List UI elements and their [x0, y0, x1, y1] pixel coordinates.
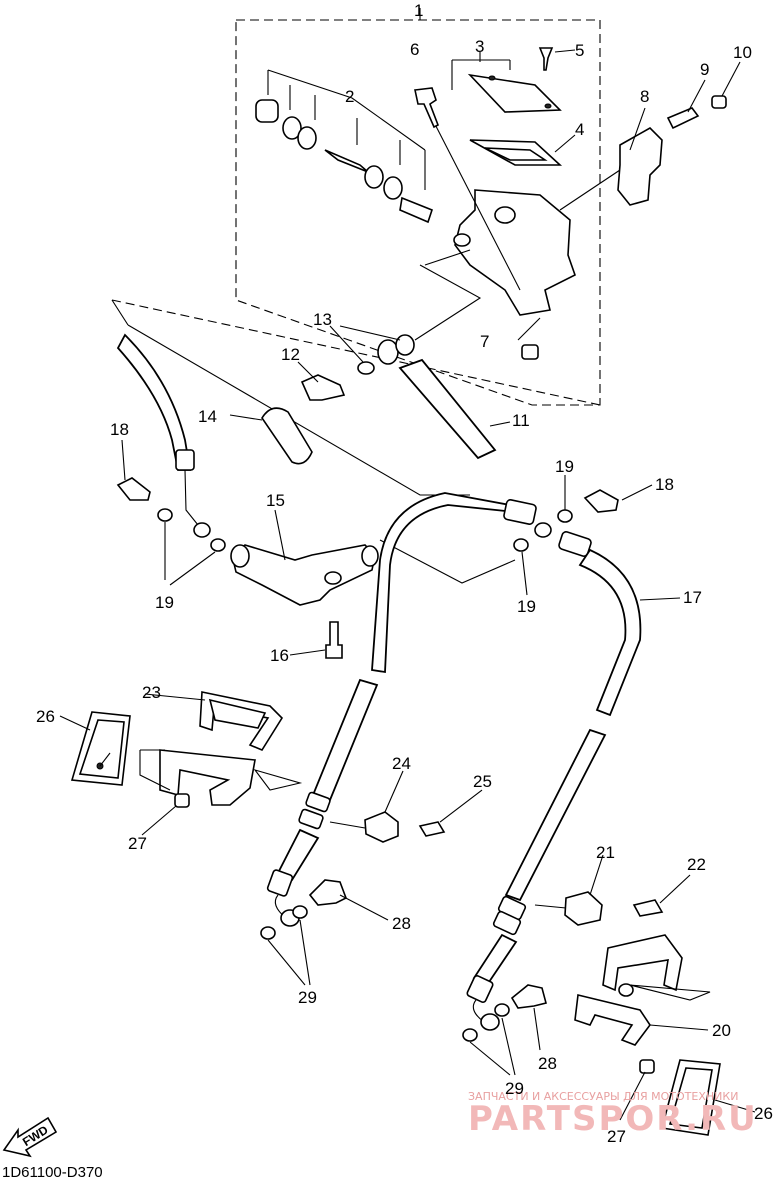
- hose-clamp-left: [329, 811, 446, 843]
- handlebar-clamp: [617, 95, 727, 206]
- part-label-11: 11: [512, 411, 530, 430]
- part-label-18: 18: [110, 420, 129, 439]
- piston-kit: [255, 69, 433, 224]
- part-label-29: 29: [298, 988, 317, 1007]
- part-label-28: 28: [538, 1054, 557, 1073]
- hose-clamp-right: [534, 891, 664, 926]
- part-label-1: 1: [414, 1, 423, 20]
- hose-guide-right: [574, 934, 711, 1046]
- part-label-3: 3: [475, 37, 484, 56]
- joint-bolt: [325, 621, 343, 659]
- part-label-16: 16: [270, 646, 289, 665]
- leader-lines: [59, 49, 756, 1121]
- part-label-19: 19: [555, 457, 574, 476]
- washer: [292, 905, 308, 919]
- part-label-23: 23: [142, 683, 161, 702]
- part-label-22: 22: [687, 855, 706, 874]
- part-label-28: 28: [392, 914, 411, 933]
- part-label-20: 20: [712, 1021, 731, 1040]
- assembly-outline: [235, 19, 601, 406]
- part-label-10: 10: [733, 43, 752, 62]
- washer: [260, 926, 276, 940]
- part-label-25: 25: [473, 772, 492, 791]
- protector-pad-right: [660, 1059, 721, 1136]
- washer: [494, 1003, 510, 1017]
- washer: [157, 508, 173, 522]
- part-label-5: 5: [575, 41, 584, 60]
- part-label-12: 12: [281, 345, 300, 364]
- part-label-7: 7: [480, 332, 489, 351]
- left-hose-lower: [266, 678, 379, 927]
- watermark-caption: ЗАПЧАСТИ И АКСЕССУАРЫ ДЛЯ МОТОТЕХНИКИ: [468, 1090, 738, 1103]
- part-label-19: 19: [155, 593, 174, 612]
- part-label-24: 24: [392, 754, 411, 773]
- right-hose-lower: [466, 728, 607, 1031]
- part-label-6: 6: [410, 40, 419, 59]
- banjo-bolt-lower-left: [308, 879, 348, 906]
- part-label-19: 19: [517, 597, 536, 616]
- flange-nut: [174, 793, 190, 808]
- part-labels: 1 2 3 4 5 6 7 8 9 10 11 12 13 14 15 16 1…: [36, 1, 773, 1146]
- part-label-4: 4: [575, 120, 584, 139]
- nut: [517, 317, 541, 360]
- banjo-bolt-lower-right: [510, 984, 547, 1009]
- drawing-code: 1D61100-D370: [2, 1164, 103, 1181]
- washer: [557, 509, 573, 523]
- hose-guide-left: [139, 691, 303, 806]
- flange-nut: [639, 1059, 655, 1074]
- banjo-bolt-upper: [300, 361, 375, 401]
- part-label-18: 18: [655, 475, 674, 494]
- part-label-13: 13: [313, 310, 332, 329]
- part-label-9: 9: [700, 60, 709, 79]
- watermark-brand: PARTSPOR.RU: [468, 1099, 758, 1139]
- banjo-bolt-right: [583, 489, 619, 513]
- part-label-2: 2: [345, 87, 354, 106]
- part-label-27: 27: [128, 834, 147, 853]
- part-label-17: 17: [683, 588, 702, 607]
- washer: [513, 538, 529, 552]
- hose-cap: [261, 407, 313, 465]
- reservoir-bolt: [414, 87, 440, 129]
- fwd-arrow-icon: FWD: [2, 1116, 58, 1158]
- part-label-29: 29: [505, 1079, 524, 1098]
- reservoir-cap: [451, 47, 563, 166]
- part-label-8: 8: [640, 87, 649, 106]
- part-label-21: 21: [596, 843, 615, 862]
- master-cylinder-body: [419, 94, 621, 316]
- protector-pad-left: [70, 711, 131, 786]
- part-label-26: 26: [36, 707, 55, 726]
- left-hose-upper: [116, 333, 211, 538]
- upper-brake-hose: [377, 334, 497, 460]
- part-label-26: 26: [754, 1104, 773, 1123]
- part-label-15: 15: [266, 491, 285, 510]
- washer: [462, 1028, 478, 1042]
- part-label-27: 27: [607, 1127, 626, 1146]
- banjo-bolt-left: [116, 477, 151, 501]
- part-label-14: 14: [198, 407, 217, 426]
- main-brake-hose: [371, 492, 681, 717]
- three-way-joint: [230, 539, 516, 606]
- washer: [210, 538, 226, 552]
